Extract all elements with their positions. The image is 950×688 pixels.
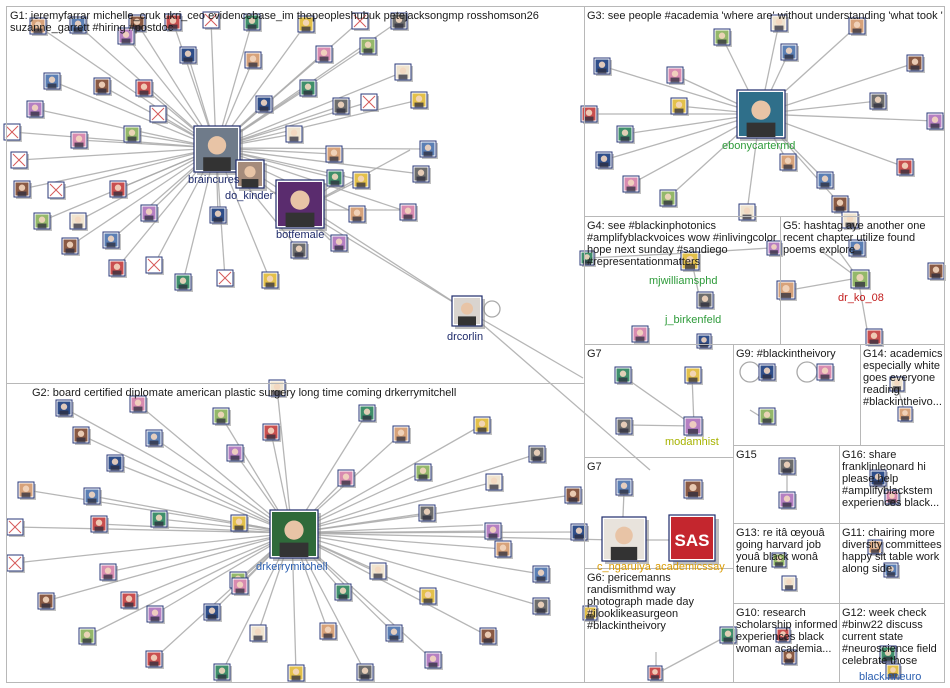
node-label-botfemale: botfemale [276,229,324,241]
group-label-g2: G2: board certified diplomate american p… [32,387,572,399]
group-panel-g14: G14: academics especially white goes eve… [860,344,945,446]
group-panel-g5: G5: hashtag aye another one recent chapt… [780,216,945,345]
group-label-g9: G9: #blackintheivory [736,348,860,360]
group-label-g3: G3: see people #academia 'where are' wit… [587,10,943,22]
group-panel-g1: G1: jeremyfarrar michelle_cruk ukri_ceo … [6,6,585,384]
node-label-drcorlin: drcorlin [447,331,483,343]
node-label-dr-ko-08: dr_ko_08 [838,292,884,304]
node-label-drkerrymitchell: drkerrymitchell [256,561,328,573]
node-label-j-birkenfeld: j_birkenfeld [665,314,721,326]
group-label-g14: G14: academics especially white goes eve… [863,348,943,408]
group-panel-g10: G10: research scholarship informed exper… [733,603,840,683]
group-panel-g2: G2: board certified diplomate american p… [6,383,585,683]
node-label-modamhist: modamhist [665,436,719,448]
node-label-c-ngaruiya: c_ngaruiya [597,561,651,573]
node-label-do-kinder: do_kinder [225,190,273,202]
group-panel-g13: G13: re itâ œyouâ going harvard job youâ… [733,523,840,604]
group-label-g7-id: G7 [587,461,627,473]
group-panel-g7: G6: pericemanns randismithmd way photogr… [584,457,734,569]
group-label-g13: G13: re itâ œyouâ going harvard job youâ… [736,527,838,575]
group-panel-g9: G9: #blackintheivory [733,344,861,446]
node-label-braincures: braincures [188,174,239,186]
group-label-g10: G10: research scholarship informed exper… [736,607,838,655]
group-panel-g6: G6: pericemanns randismithmd way photogr… [584,568,734,683]
node-label-ebonycartermd: ebonycartermd [722,140,795,152]
group-label-g4: G4: see #blackinphotonics #amplifyblackv… [587,220,779,268]
group-label-g1: G1: jeremyfarrar michelle_cruk ukri_ceo … [10,10,550,34]
group-label-g12: G12: week check #binw22 discuss current … [842,607,944,667]
node-label-mjwilliamsphd: mjwilliamsphd [649,275,717,287]
group-panel-g11: G11: chairing more diversity committees … [839,523,945,604]
group-panel-g16: G16: share franklinleonard hi please hel… [839,445,945,524]
group-label-g6: G6: pericemanns randismithmd way photogr… [587,572,711,632]
group-label-g8: G7 [587,348,727,360]
group-panel-g15: G15 [733,445,840,524]
group-label-g11: G11: chairing more diversity committees … [842,527,944,575]
group-label-g15: G15 [736,449,836,461]
node-label-academicssay: academicssay [655,561,725,573]
group-panel-g3: G3: see people #academia 'where are' wit… [584,6,945,217]
group-label-g5: G5: hashtag aye another one recent chapt… [783,220,943,256]
group-label-g16: G16: share franklinleonard hi please hel… [842,449,944,509]
node-label-blackinneuro: blackinneuro [859,671,921,683]
